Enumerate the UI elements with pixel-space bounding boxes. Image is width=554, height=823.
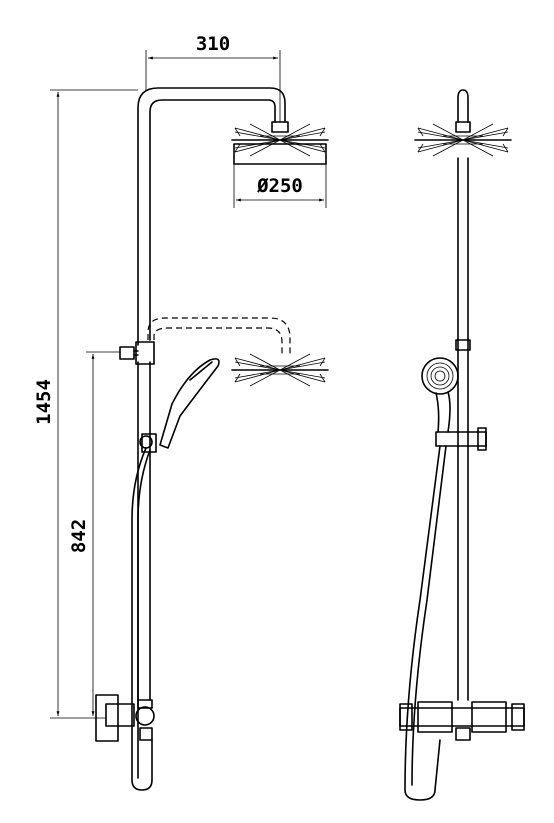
dim-arm-reach: 310 (145, 33, 281, 122)
dim-handset-height: 842 (68, 351, 120, 716)
rain-head-front (414, 123, 512, 157)
rain-head-alternate-position (147, 317, 329, 387)
mid-wall-bracket (119, 341, 155, 365)
dim-total-height: 1454 (33, 89, 138, 719)
dim-label-handset-height: 842 (68, 519, 90, 553)
mixer-valve-front (399, 701, 525, 741)
side-view: 310 Ø250 1454 842 (33, 33, 329, 791)
dim-label-arm-reach: 310 (196, 33, 230, 55)
hand-shower-front (404, 357, 487, 801)
riser-front (455, 89, 471, 701)
rain-head-top (231, 121, 329, 165)
dim-label-total-height: 1454 (33, 379, 55, 425)
hand-shower (131, 358, 220, 791)
front-view (399, 89, 525, 801)
dim-label-head-diameter: Ø250 (256, 175, 303, 197)
dim-head-diameter: Ø250 (233, 164, 327, 208)
